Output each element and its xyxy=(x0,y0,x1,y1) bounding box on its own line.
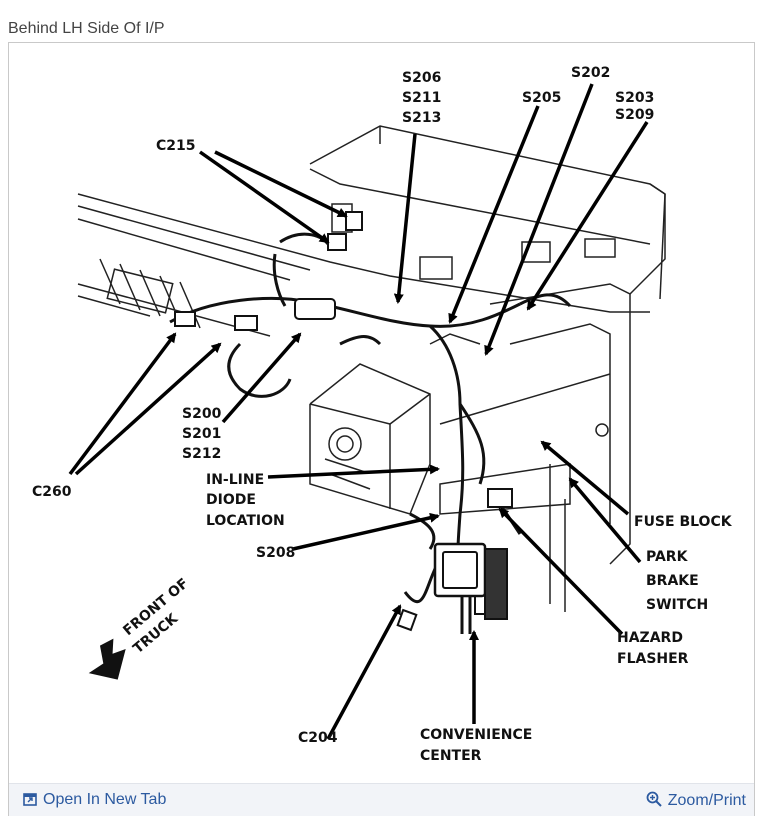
label-s202: S202 xyxy=(571,65,610,81)
arrow-c204 xyxy=(326,604,402,740)
label-c260: C260 xyxy=(32,484,72,500)
label-s208: S208 xyxy=(256,545,295,561)
dashboard-line-art xyxy=(77,125,666,612)
label-park-2: BRAKE xyxy=(646,573,699,589)
open-in-new-tab-label: Open In New Tab xyxy=(43,791,167,808)
label-s201: S201 xyxy=(182,426,221,442)
wiring-diagram: S206 S211 S213 S202 S205 S203 S209 C215 … xyxy=(10,44,753,782)
leader-arrows xyxy=(68,83,649,740)
label-s211: S211 xyxy=(402,90,441,106)
label-c215: C215 xyxy=(156,138,196,154)
image-caption: Behind LH Side Of I/P xyxy=(8,20,165,37)
label-s206: S206 xyxy=(402,70,441,86)
label-s212: S212 xyxy=(182,446,221,462)
label-s205: S205 xyxy=(522,90,561,106)
arrow-s205 xyxy=(448,105,540,324)
open-in-new-tab-link[interactable]: Open In New Tab xyxy=(23,791,166,811)
callout-labels: S206 S211 S213 S202 S205 S203 S209 C215 … xyxy=(32,65,733,764)
label-s213: S213 xyxy=(402,110,441,126)
arrow-c215-a xyxy=(198,150,330,244)
label-s203: S203 xyxy=(615,90,654,106)
label-hazard-2: FLASHER xyxy=(617,651,689,667)
magnifier-zoom-icon xyxy=(646,791,662,812)
label-convenience-1: CONVENIENCE xyxy=(420,727,532,743)
label-inline-3: LOCATION xyxy=(206,513,285,529)
figure-footer: Open In New Tab Zoom/Print xyxy=(9,783,754,816)
label-park-1: PARK xyxy=(646,549,689,565)
arrow-s203-s209 xyxy=(526,121,649,311)
label-inline-1: IN-LINE xyxy=(206,472,264,488)
arrow-s200-group xyxy=(221,332,302,424)
arrow-inline-diode xyxy=(267,464,440,479)
arrow-s206-group xyxy=(393,133,417,304)
front-of-truck-arrow xyxy=(88,638,126,680)
label-s200: S200 xyxy=(182,406,222,422)
zoom-print-link[interactable]: Zoom/Print xyxy=(646,791,746,812)
label-convenience-2: CENTER xyxy=(420,748,482,764)
label-hazard-1: HAZARD xyxy=(617,630,683,646)
arrow-s202 xyxy=(484,83,594,356)
open-new-tab-icon xyxy=(23,792,37,811)
label-park-3: SWITCH xyxy=(646,597,708,613)
arrow-hazard xyxy=(498,507,624,636)
harness-components xyxy=(174,211,513,632)
zoom-print-label: Zoom/Print xyxy=(667,792,746,809)
arrow-c260-a xyxy=(68,332,177,476)
arrow-c260-b xyxy=(74,342,222,476)
arrow-park-brake xyxy=(568,477,642,564)
label-c204: C204 xyxy=(298,730,338,746)
arrow-fuse-block xyxy=(540,440,630,516)
label-fuse-block: FUSE BLOCK xyxy=(634,514,733,530)
label-inline-2: DIODE xyxy=(206,492,256,508)
label-s209: S209 xyxy=(615,107,654,123)
arrow-c215-b xyxy=(214,150,348,218)
arrow-s208 xyxy=(292,512,440,551)
